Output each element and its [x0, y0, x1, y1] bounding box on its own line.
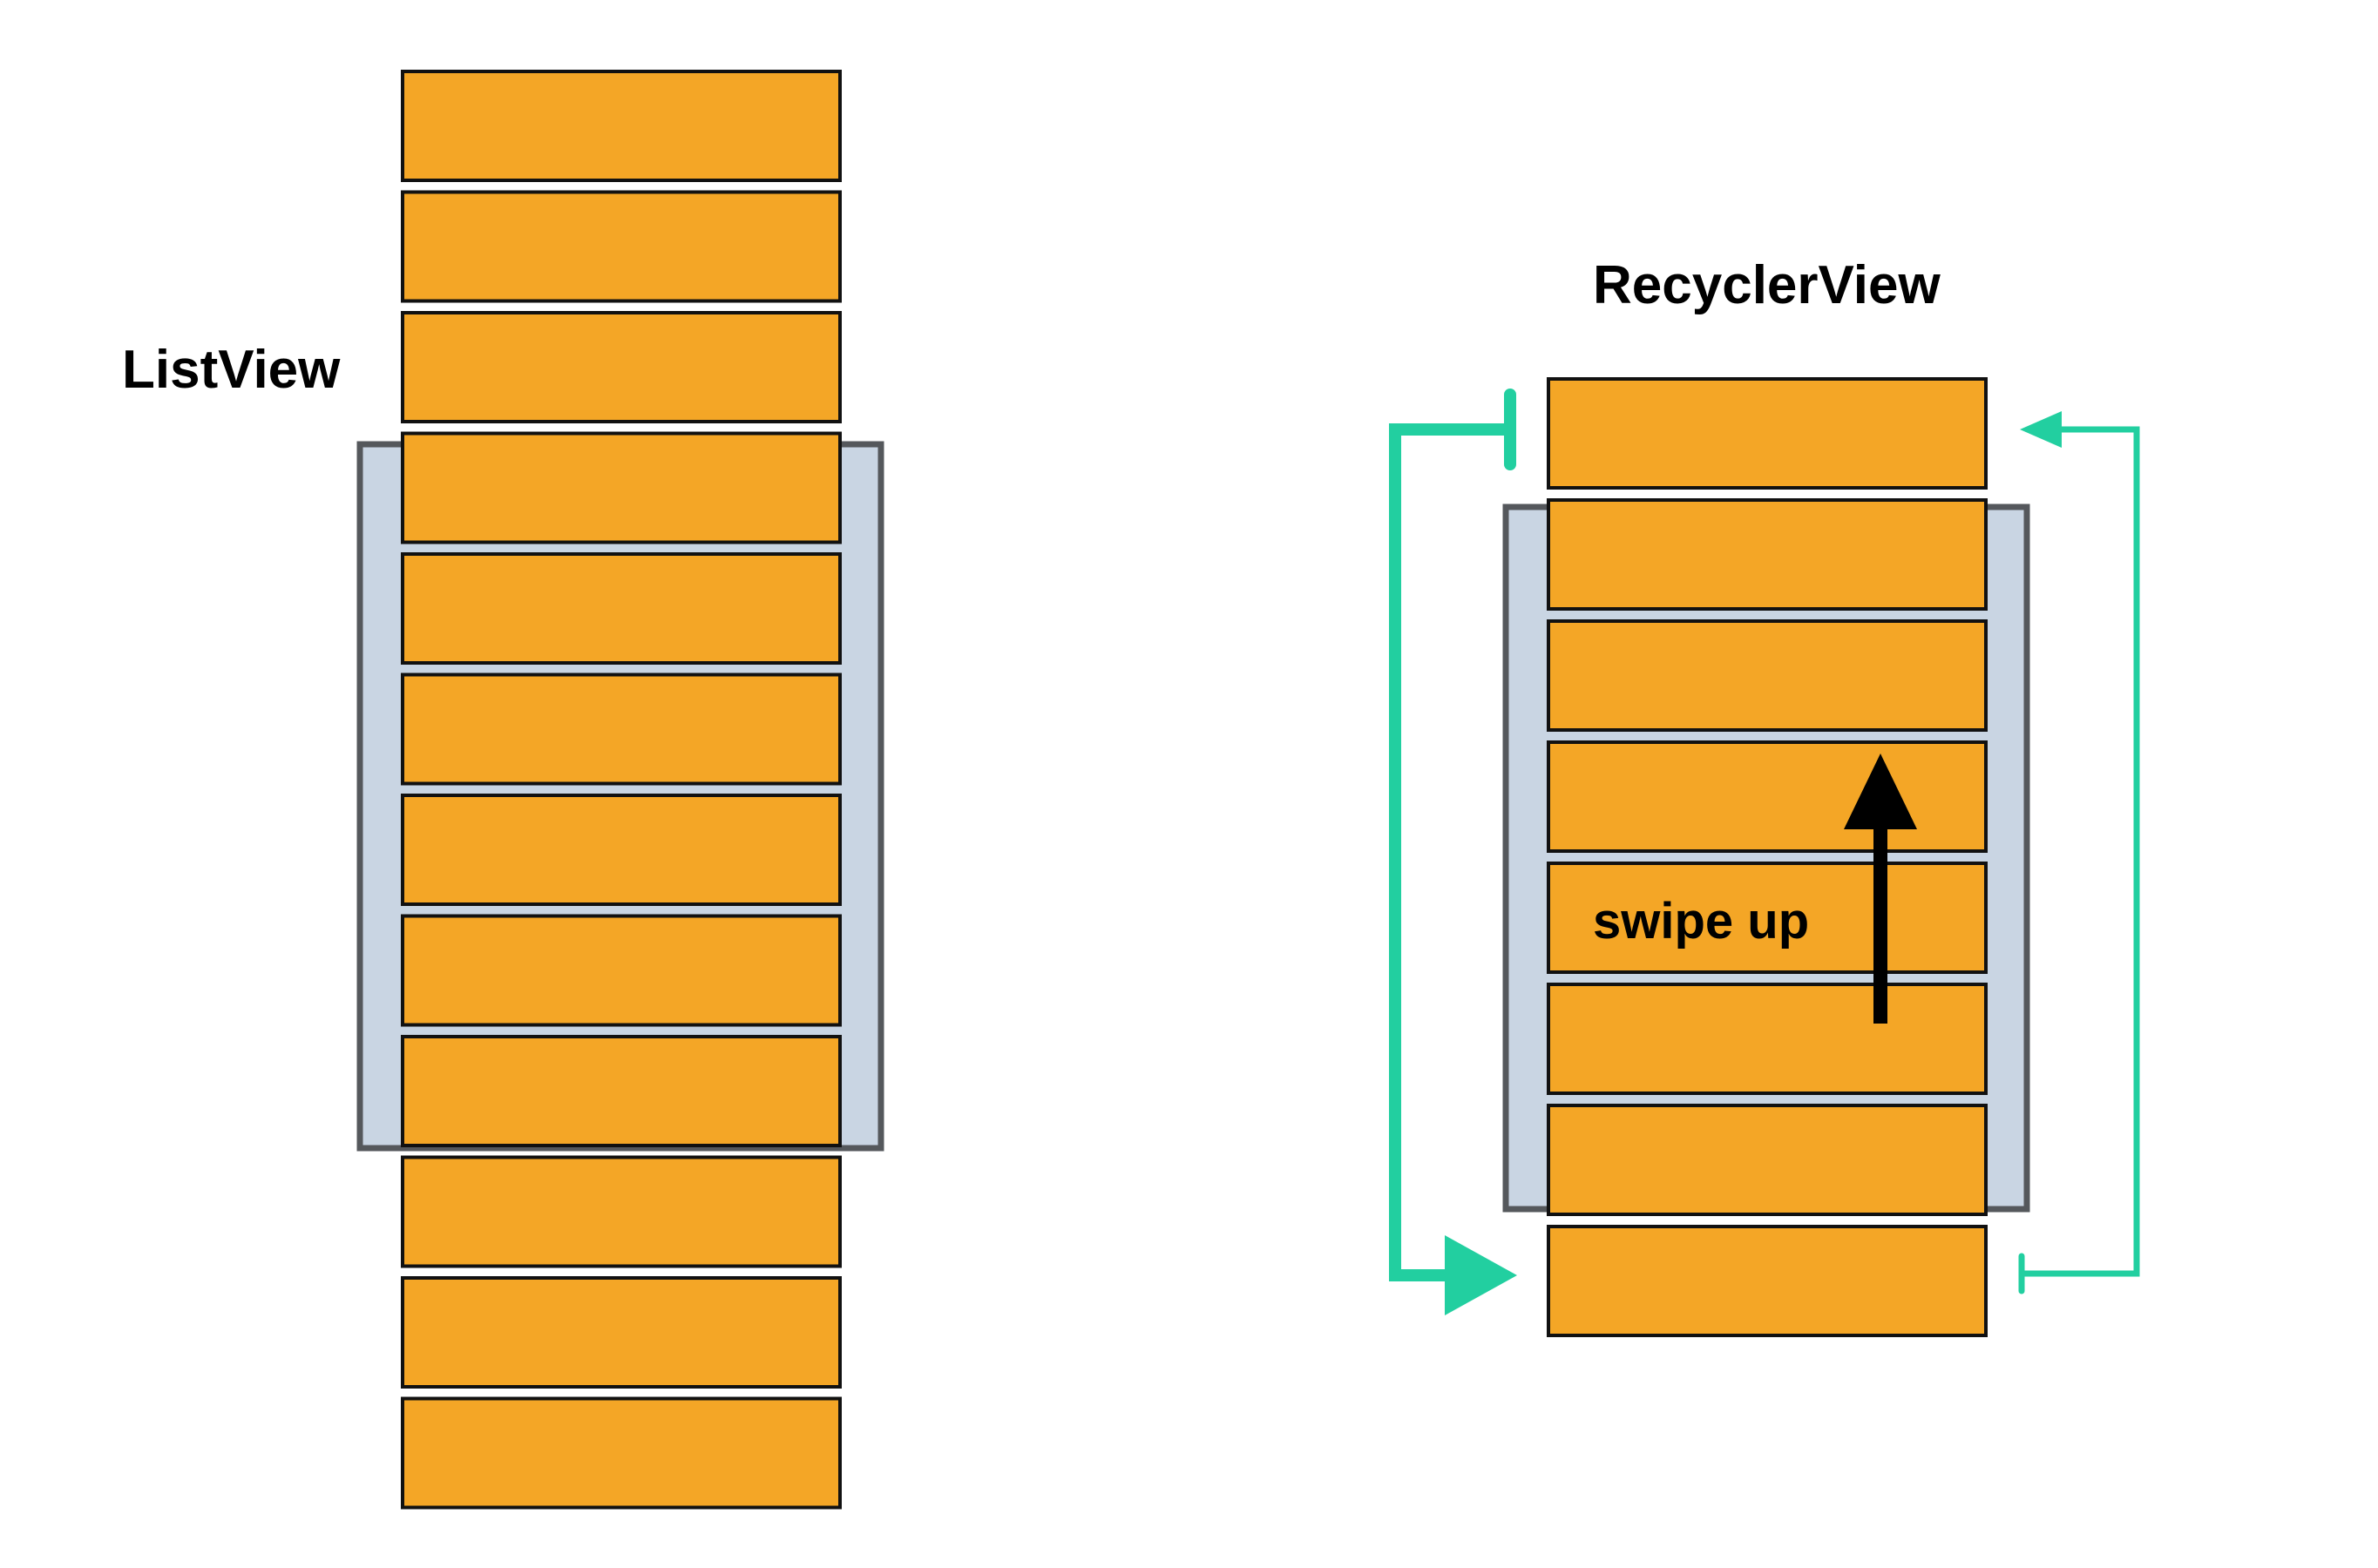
recycle-arrow-right	[2018, 411, 2140, 1294]
listview-items	[401, 70, 842, 1510]
listview-item	[401, 1035, 842, 1147]
recyclerview-item	[1547, 1225, 1988, 1337]
recycle-arrow-right-head	[2020, 411, 2062, 448]
recyclerview-item	[1547, 498, 1988, 611]
listview-title: ListView	[122, 340, 341, 400]
listview-item	[401, 672, 842, 786]
recyclerview-item	[1547, 740, 1988, 853]
listview-item	[401, 1276, 842, 1389]
recyclerview-item	[1547, 377, 1988, 490]
swipe-up-arrow-head	[1844, 754, 1917, 829]
listview-item	[401, 190, 842, 303]
listview-item	[401, 1396, 842, 1510]
listview-item	[401, 70, 842, 182]
recyclerview-item	[1547, 1104, 1988, 1216]
listview-item	[401, 1155, 842, 1268]
recycle-arrow-right-path	[2022, 426, 2140, 1277]
swipe-up-label: swipe up	[1593, 893, 1809, 950]
listview-item	[401, 311, 842, 423]
recyclerview-item	[1547, 862, 1988, 974]
listview-item	[401, 552, 842, 665]
recycle-arrow-left	[1389, 389, 1517, 1315]
swipe-up-arrow	[1844, 754, 1917, 1024]
recyclerview-item	[1547, 983, 1988, 1095]
recyclerview-items	[1547, 377, 1988, 1337]
recyclerview-item	[1547, 619, 1988, 732]
listview-item	[401, 431, 842, 544]
recyclerview-title: RecyclerView	[1593, 255, 1941, 315]
recycle-arrow-left-path	[1389, 423, 1510, 1281]
listview-item	[401, 794, 842, 906]
recycle-arrow-left-head	[1445, 1235, 1517, 1315]
listview-item	[401, 914, 842, 1027]
swipe-up-arrow-shaft	[1873, 814, 1887, 1024]
